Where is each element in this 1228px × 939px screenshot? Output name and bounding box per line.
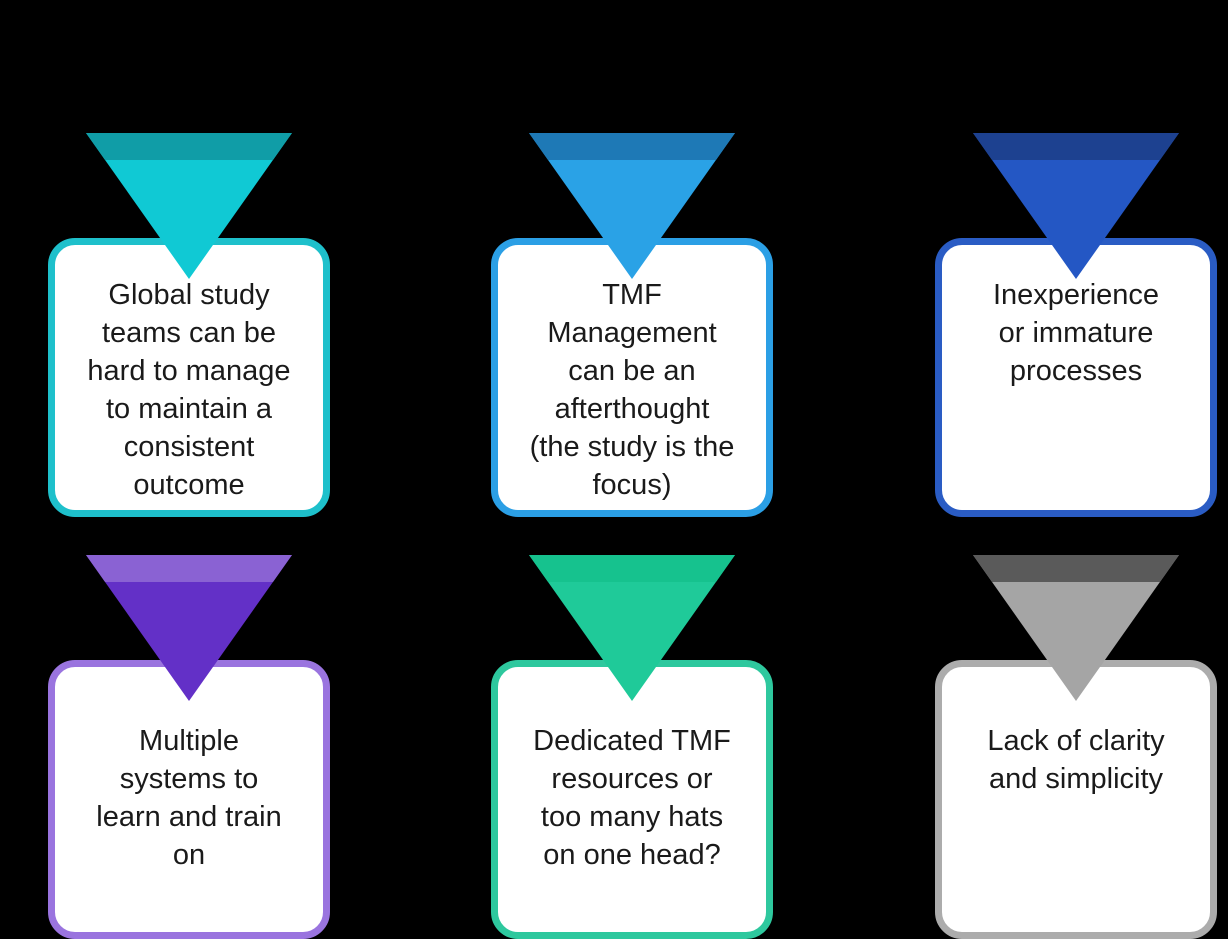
card-text: Dedicated TMF resources or too many hats… (533, 725, 731, 871)
triangle-shade-band (973, 133, 1179, 160)
card-text: Multiple systems to learn and train on (96, 725, 282, 871)
card-text: Lack of clarity and simplicity (987, 725, 1165, 795)
card-box: Inexperience or immature processes (935, 238, 1217, 517)
card-box: TMF Management can be an afterthought (t… (491, 238, 773, 517)
card-dedicated-tmf-resources: Dedicated TMF resources or too many hats… (491, 555, 773, 939)
triangle-shade-band (973, 555, 1179, 582)
card-text: TMF Management can be an afterthought (t… (529, 279, 735, 501)
card-box: Lack of clarity and simplicity (935, 660, 1217, 939)
triangle-shade-band (86, 133, 292, 160)
card-inexperience-immature-processes: Inexperience or immature processes (935, 133, 1217, 517)
card-global-study-teams: Global study teams can be hard to manage… (48, 133, 330, 517)
card-text: Global study teams can be hard to manage… (87, 279, 291, 501)
triangle-shade-band (529, 555, 735, 582)
card-tmf-management-afterthought: TMF Management can be an afterthought (t… (491, 133, 773, 517)
card-text: Inexperience or immature processes (992, 279, 1160, 387)
triangle-shade-band (86, 555, 292, 582)
card-box: Multiple systems to learn and train on (48, 660, 330, 939)
triangle-shade-band (529, 133, 735, 160)
card-lack-of-clarity: Lack of clarity and simplicity (935, 555, 1217, 939)
card-box: Dedicated TMF resources or too many hats… (491, 660, 773, 939)
card-box: Global study teams can be hard to manage… (48, 238, 330, 517)
card-multiple-systems: Multiple systems to learn and train on (48, 555, 330, 939)
